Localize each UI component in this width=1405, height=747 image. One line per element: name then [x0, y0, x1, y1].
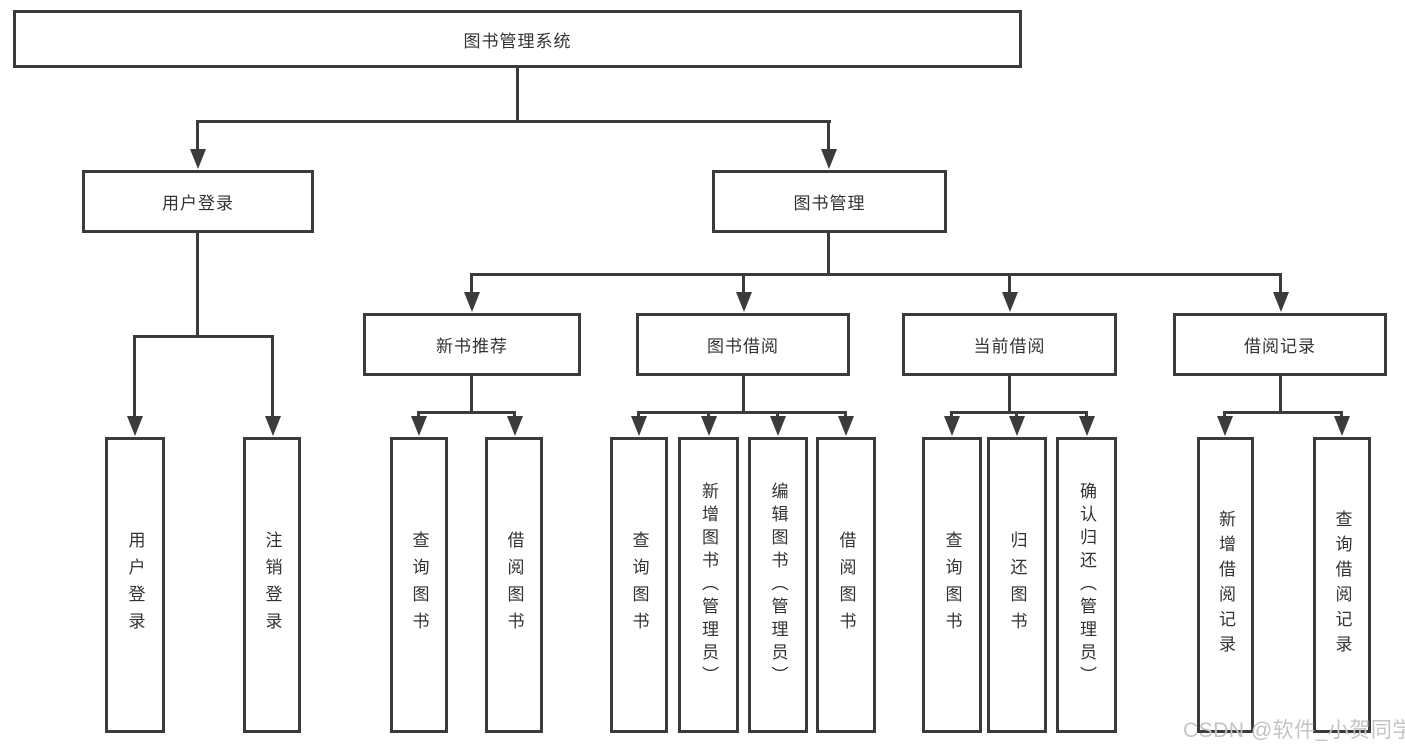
arrow-to-leaf	[1015, 411, 1018, 417]
connector-book-management-trunk	[827, 233, 830, 276]
arrow-to-current-borrow	[1008, 273, 1011, 293]
connector-new-book-branch	[417, 411, 516, 414]
leaf-label: 确认归还（管理员）	[1077, 481, 1096, 689]
node-label: 新书推荐	[436, 337, 508, 356]
arrow-to-leaf	[1085, 411, 1088, 417]
leaf-label: 查询图书	[629, 531, 649, 639]
arrow-to-leaf	[707, 411, 710, 417]
leaf-query-books: 查询图书	[390, 437, 448, 733]
arrow-to-leaf-logout	[271, 335, 274, 417]
node-label: 当前借阅	[973, 337, 1046, 356]
arrow-to-book-management	[827, 120, 830, 150]
connector-book-borrow-branch	[637, 411, 847, 414]
node-label: 用户登录	[162, 194, 234, 213]
arrow-to-leaf	[950, 411, 953, 417]
node-new-book-recommend: 新书推荐	[363, 313, 581, 376]
arrow-to-borrow-record	[1279, 273, 1282, 293]
arrow-to-leaf	[844, 411, 847, 417]
node-book-borrow: 图书借阅	[636, 313, 850, 376]
arrow-to-new-book	[470, 273, 473, 293]
arrow-to-leaf	[637, 411, 640, 417]
leaf-label: 归还图书	[1007, 531, 1027, 639]
leaf-edit-book-admin: 编辑图书（管理员）	[748, 437, 808, 733]
leaf-label: 借阅图书	[504, 531, 524, 639]
connector-book-management-branch	[470, 273, 1281, 276]
leaf-return-books: 归还图书	[987, 437, 1047, 733]
leaf-query-books-3: 查询图书	[922, 437, 982, 733]
leaf-logout-login: 注销登录	[243, 437, 301, 733]
connector-book-borrow-trunk	[742, 376, 745, 414]
arrow-to-leaf	[1223, 411, 1226, 417]
arrow-to-leaf	[776, 411, 779, 417]
leaf-borrow-books-2: 借阅图书	[816, 437, 876, 733]
connector-user-login-branch	[133, 335, 274, 338]
leaf-query-borrow-record: 查询借阅记录	[1313, 437, 1371, 733]
leaf-label: 编辑图书（管理员）	[768, 481, 788, 689]
node-borrow-record: 借阅记录	[1173, 313, 1387, 376]
connector-user-login-trunk	[196, 233, 199, 338]
connector-borrow-record-trunk	[1279, 376, 1282, 414]
leaf-label: 用户登录	[125, 531, 145, 639]
connector-current-borrow-branch	[950, 411, 1087, 414]
leaf-label: 注销登录	[262, 531, 282, 639]
node-book-management: 图书管理	[712, 170, 947, 233]
connector-borrow-record-branch	[1223, 411, 1343, 414]
connector-root-trunk	[516, 67, 519, 123]
leaf-label: 新增借阅记录	[1216, 510, 1235, 660]
leaf-label: 查询图书	[409, 531, 429, 639]
csdn-watermark: CSDN @软件_小贺同学	[1183, 719, 1405, 742]
node-library-system: 图书管理系统	[13, 10, 1022, 68]
leaf-label: 查询借阅记录	[1332, 510, 1352, 660]
arrow-to-leaf	[417, 411, 420, 417]
arrow-to-leaf	[1340, 411, 1343, 417]
node-label: 图书管理	[793, 194, 866, 213]
node-user-login: 用户登录	[82, 170, 314, 233]
arrow-to-user-login	[196, 120, 199, 150]
connector-new-book-trunk	[470, 376, 473, 414]
node-label: 借阅记录	[1244, 337, 1316, 356]
leaf-confirm-return-admin: 确认归还（管理员）	[1056, 437, 1117, 733]
leaf-borrow-books: 借阅图书	[485, 437, 543, 733]
leaf-add-borrow-record: 新增借阅记录	[1197, 437, 1254, 733]
arrow-to-leaf-user-login	[133, 335, 136, 417]
arrow-to-book-borrow	[742, 273, 745, 293]
leaf-add-book-admin: 新增图书（管理员）	[678, 437, 739, 733]
node-label: 图书管理系统	[463, 31, 572, 51]
leaf-user-login: 用户登录	[105, 437, 165, 733]
connector-current-borrow-trunk	[1008, 376, 1011, 414]
leaf-label: 新增图书（管理员）	[699, 481, 718, 689]
connector-root-branch	[196, 120, 831, 123]
node-current-borrow: 当前借阅	[902, 313, 1117, 376]
leaf-label: 借阅图书	[836, 531, 856, 639]
arrow-to-leaf	[513, 411, 516, 417]
node-label: 图书借阅	[707, 337, 779, 356]
leaf-label: 查询图书	[942, 531, 962, 639]
leaf-query-books-2: 查询图书	[610, 437, 668, 733]
